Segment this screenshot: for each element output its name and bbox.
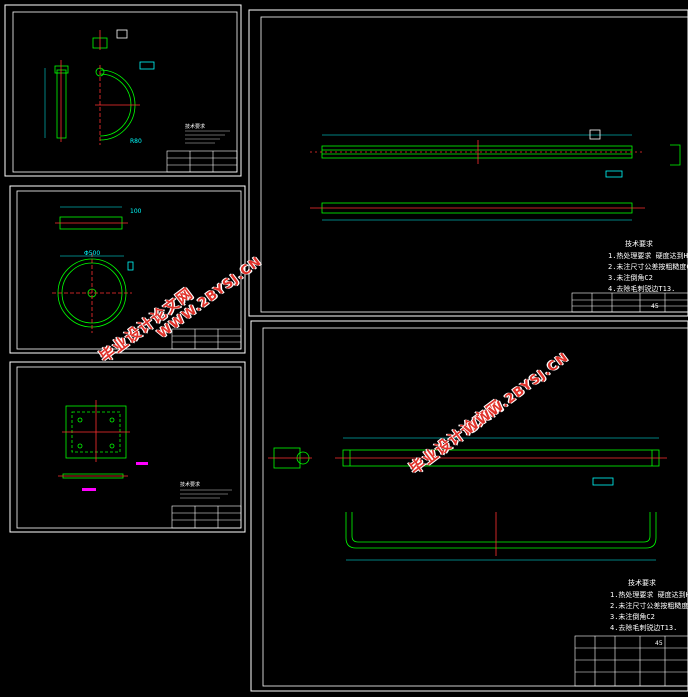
title-block-3 xyxy=(171,505,242,529)
sheet5-note-4: 4.去除毛刺锐边T13. xyxy=(610,624,678,632)
bracket-plate-part xyxy=(58,400,130,479)
disc-top-view xyxy=(52,253,134,333)
title-block-1 xyxy=(166,150,238,173)
svg-text:技术要求: 技术要求 xyxy=(180,481,200,488)
sheet5-material: 45 xyxy=(655,640,663,647)
sheet5-note-2: 2.未注尺寸公差按粗糙度0.5mm. xyxy=(610,602,688,610)
sheet5-note-1: 1.热处理要求 硬度达到HRC23-27 xyxy=(610,591,688,599)
sheet4-material: 45 xyxy=(651,303,659,310)
sheet4-note-4: 4.去除毛刺锐边T13. xyxy=(608,285,676,293)
title-block-4 xyxy=(571,292,688,313)
sheet5-notes-title: 技术要求 xyxy=(628,579,656,587)
sheet5-note-3: 3.未注倒角C2 xyxy=(610,613,655,621)
guide-rail-bottom xyxy=(310,202,645,221)
svg-text:技术要求: 技术要求 xyxy=(185,123,205,130)
rail-section-view xyxy=(605,144,681,178)
u-frame-front-view xyxy=(345,512,657,561)
sheet4-notes-title: 技术要求 xyxy=(625,240,653,248)
sheet4-note-2: 2.未注尺寸公差按粗糙度0.5mm. xyxy=(608,263,688,271)
sheet-3: 技术要求 xyxy=(9,361,246,533)
sheet2-diameter-dim: Φ500 xyxy=(84,250,101,257)
sheet-5 xyxy=(250,320,688,692)
guide-rail-front xyxy=(310,129,645,164)
sheet-1: 技术要求 xyxy=(4,4,242,177)
title-block-2 xyxy=(171,328,242,350)
pin-part xyxy=(44,60,69,142)
sheet-2 xyxy=(9,185,246,354)
clamp-ring-part xyxy=(92,29,155,145)
title-block-5 xyxy=(574,635,688,687)
frame-top-view xyxy=(335,437,667,486)
sheet4-note-1: 1.热处理要求 硬度达到HRC23-27 xyxy=(608,252,688,260)
sheet1-radius-dim: R80 xyxy=(130,138,142,145)
sheet-4 xyxy=(248,9,688,317)
disc-side-view xyxy=(55,206,128,230)
sheet4-note-3: 3.未注倒角C2 xyxy=(608,274,653,282)
sheet2-thickness-dim: 100 xyxy=(130,208,142,215)
end-block-view xyxy=(268,447,312,469)
